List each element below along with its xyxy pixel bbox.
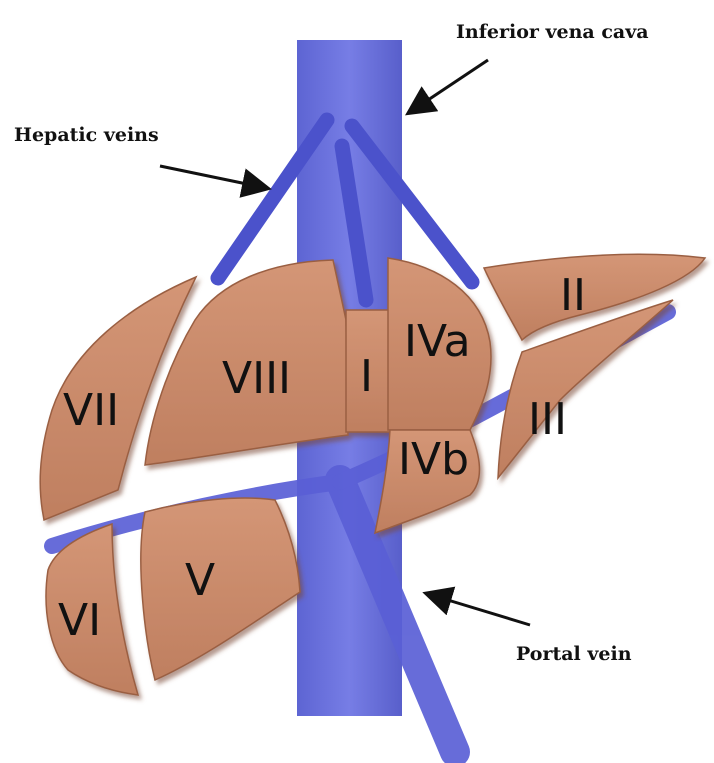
- label-segment-vi: VI: [58, 595, 101, 646]
- label-segment-vii: VII: [63, 385, 119, 436]
- label-segment-viii: VIII: [222, 353, 291, 404]
- callout-hepatic-veins: Hepatic veins: [14, 124, 159, 146]
- segment-v: [141, 498, 300, 680]
- arrow-inferior-vena-cava: [410, 60, 488, 112]
- label-segment-v: V: [185, 555, 215, 606]
- label-segment-ii: II: [560, 270, 586, 321]
- label-segment-ivb: IVb: [398, 434, 469, 485]
- callout-inferior-vena-cava: Inferior vena cava: [456, 21, 649, 43]
- label-segment-iva: IVa: [404, 316, 471, 367]
- arrow-portal-vein: [428, 594, 530, 625]
- arrow-hepatic-veins: [160, 166, 266, 188]
- label-segment-i: I: [360, 351, 373, 402]
- label-segment-iii: III: [528, 394, 567, 445]
- callout-portal-vein: Portal vein: [516, 643, 632, 665]
